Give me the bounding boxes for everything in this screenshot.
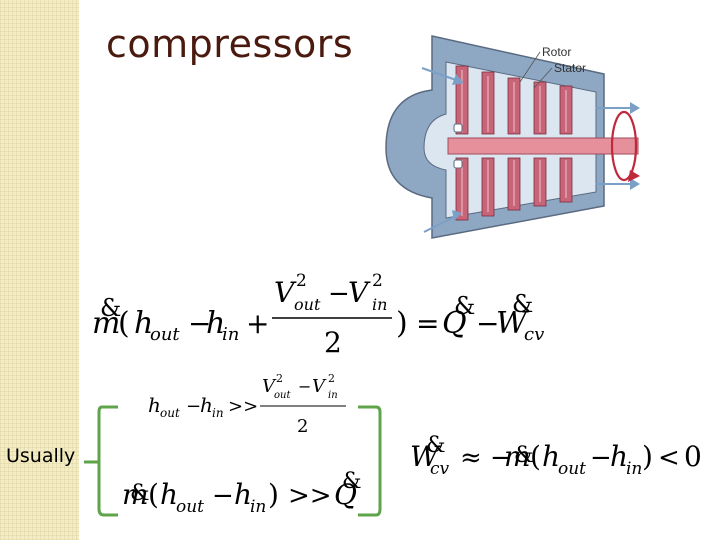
- minus: −: [212, 481, 234, 511]
- v-out-sub: out: [294, 295, 321, 314]
- work-result-equation: W & cv ≈ − m & ( h out − h in ) < 0: [410, 433, 702, 479]
- mdot-symbol: m: [122, 478, 149, 511]
- much-greater: >>: [288, 481, 332, 511]
- h-out-base: h: [160, 478, 178, 511]
- h-out-base: h: [542, 440, 560, 473]
- minus-1: −: [188, 307, 211, 340]
- h-out-base: h: [134, 306, 153, 341]
- dot-overlay: &: [100, 294, 121, 322]
- paren-open: (: [118, 306, 130, 341]
- paren-close: ): [396, 306, 408, 341]
- condition-brackets: [84, 405, 382, 517]
- q-dot-overlay: &: [454, 292, 475, 320]
- compressor-diagram: Rotor Stator: [385, 35, 640, 239]
- h-out-sub: out: [160, 406, 180, 420]
- h-out-sub: out: [150, 324, 180, 345]
- arrow-heads: [452, 74, 640, 221]
- dot-overlay: &: [130, 481, 150, 506]
- h-in-base: h: [234, 478, 252, 511]
- usually-label: Usually: [6, 445, 76, 467]
- h-in-base: h: [200, 393, 213, 417]
- minus-2: −: [298, 377, 311, 396]
- v-in: V: [312, 376, 327, 397]
- equals: =: [416, 307, 439, 340]
- stator-label: Stator: [554, 61, 586, 75]
- zero: 0: [684, 440, 702, 473]
- h-in-sub: in: [626, 459, 642, 479]
- w-sub: cv: [430, 459, 450, 479]
- denominator-two: 2: [324, 326, 342, 359]
- h-in-base: h: [206, 306, 225, 341]
- shaft: [447, 137, 639, 155]
- rotor-label: Rotor: [542, 45, 571, 59]
- h-out-base: h: [148, 393, 161, 417]
- paren-close: ): [268, 478, 279, 511]
- paren-open: (: [530, 440, 541, 473]
- paren-open: (: [148, 478, 159, 511]
- v-in-sub: in: [328, 390, 338, 401]
- q-symbol: Q: [442, 306, 467, 341]
- denominator-two: 2: [297, 416, 308, 437]
- minus: −: [186, 396, 201, 417]
- w-dot-overlay: &: [426, 433, 446, 458]
- flow-arrows: [421, 67, 630, 233]
- h-in-sub: in: [212, 406, 224, 420]
- h-in-base: h: [610, 440, 628, 473]
- w-symbol: W: [496, 306, 529, 341]
- v-out-sup: 2: [276, 372, 283, 385]
- condition-kinetic-energy: h out − h in >> V 2 out − V 2 in 2: [148, 372, 346, 437]
- h-out-sub: out: [176, 497, 204, 517]
- minus-3: −: [476, 307, 499, 340]
- v-out: V: [274, 276, 297, 309]
- bearing-holes: [453, 123, 463, 169]
- paren-close: ): [642, 440, 653, 473]
- dot-overlay: &: [514, 443, 534, 468]
- h-in-sub: in: [250, 497, 266, 517]
- mdot-symbol: m: [92, 306, 120, 341]
- w-sub: cv: [524, 324, 544, 345]
- rotation-arrowhead: [628, 170, 640, 182]
- slide-title: compressors: [106, 22, 354, 66]
- label-leader-lines: [519, 51, 553, 89]
- mdot-symbol: m: [504, 440, 531, 473]
- v-in-sub: in: [372, 295, 387, 314]
- v-out-sup: 2: [296, 271, 307, 291]
- condition-heat: m & ( h out − h in ) >> Q &: [122, 469, 362, 517]
- left-bracket: [97, 405, 118, 517]
- less-than: <: [658, 443, 680, 473]
- q-dot-overlay: &: [342, 469, 362, 494]
- approx: ≈: [460, 443, 482, 473]
- neg: −: [490, 443, 512, 473]
- blade-hatching: [461, 70, 567, 216]
- h-out-sub: out: [558, 459, 586, 479]
- right-bracket: [358, 405, 382, 517]
- much-greater: >>: [228, 396, 258, 417]
- minus-2: −: [328, 279, 350, 309]
- v-out-sub: out: [274, 390, 291, 401]
- rotation-arrow: [610, 110, 638, 182]
- w-dot-overlay: &: [512, 290, 533, 318]
- v-in: V: [348, 276, 371, 309]
- minus: −: [590, 443, 612, 473]
- w-symbol: W: [410, 440, 441, 473]
- energy-balance-equation: m & ( h out − h in + V 2 out − V 2 in 2 …: [92, 271, 544, 359]
- v-in-sup: 2: [328, 372, 335, 385]
- h-in-sub: in: [222, 324, 239, 345]
- plus: +: [246, 307, 269, 340]
- v-out: V: [262, 376, 277, 397]
- q-symbol: Q: [334, 478, 357, 511]
- v-in-sup: 2: [372, 271, 383, 291]
- decorative-side-strip: [0, 0, 79, 540]
